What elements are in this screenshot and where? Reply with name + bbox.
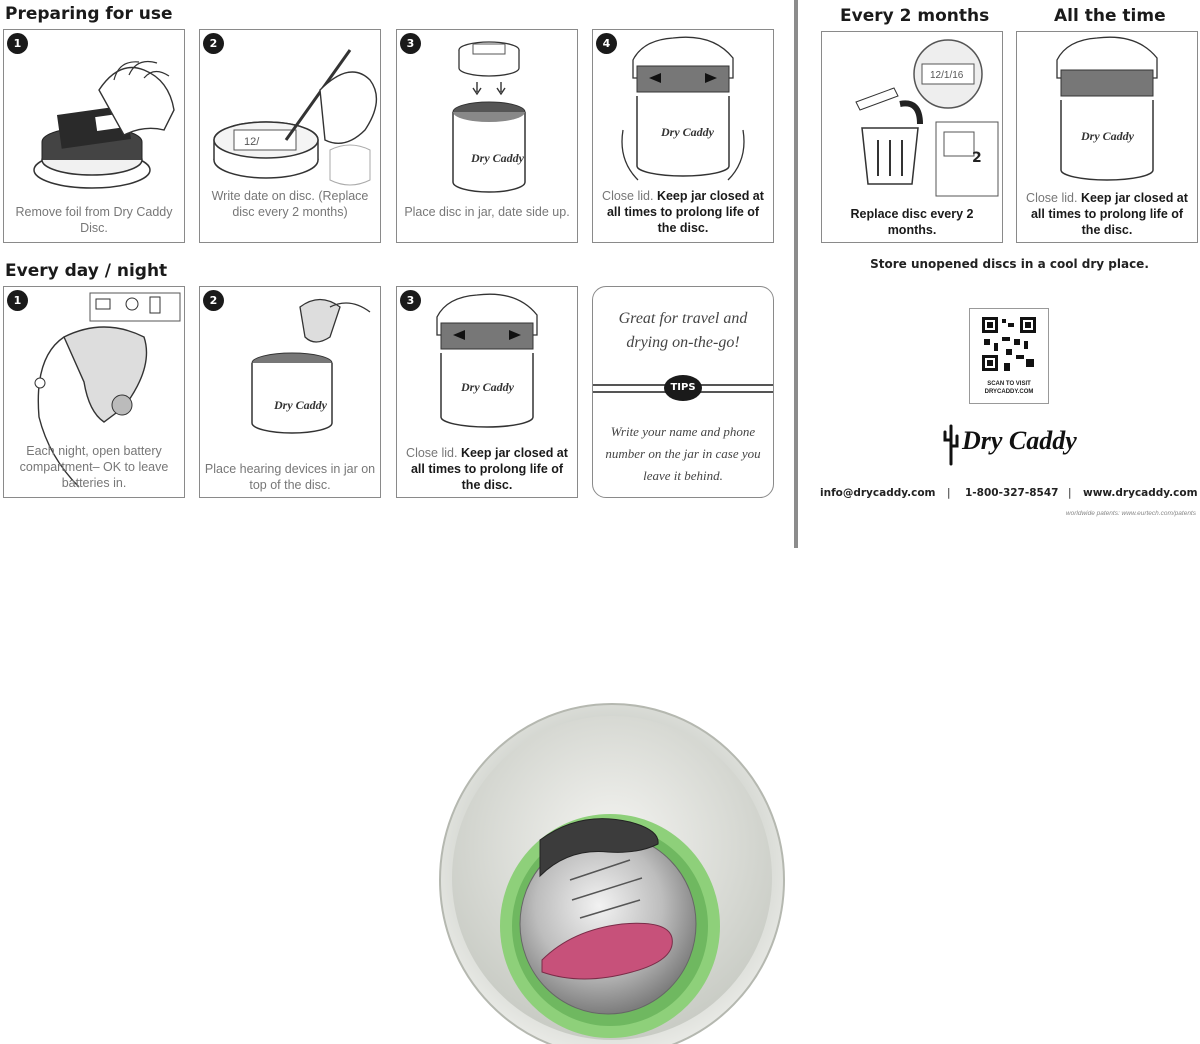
qr-code[interactable]: SCAN TO VISIT DRYCADDY.COM: [969, 308, 1049, 404]
replace-caption: Replace disc every 2 months.: [850, 207, 974, 237]
step-caption: Close lid. Keep jar closed at all times …: [597, 188, 769, 236]
all-the-time-heading: All the time: [1054, 6, 1166, 26]
qr-caption-2: DRYCADDY.COM: [984, 389, 1034, 395]
all-the-time-caption: Close lid. Keep jar closed at all times …: [1021, 190, 1193, 238]
close-lid-illustration: Dry Caddy: [621, 36, 745, 181]
place-disc-illustration: Dry Caddy: [452, 41, 526, 193]
footer-email[interactable]: info@drycaddy.com: [820, 487, 936, 499]
daily-heading: Every day / night: [5, 261, 168, 281]
step-number: 2: [203, 33, 224, 54]
step-caption: Place disc in jar, date side up.: [404, 205, 570, 219]
replace-disc-illustration: 12/1/16 2: [855, 39, 999, 197]
footer-website[interactable]: www.drycaddy.com: [1083, 487, 1198, 499]
caption-plain: Close lid.: [1026, 191, 1081, 205]
step-caption: Remove foil from Dry Caddy Disc.: [15, 205, 173, 235]
prep-step-2-panel: 2 12/ Write date on disc. (Replace disc …: [199, 29, 381, 243]
step-number: 1: [7, 33, 28, 54]
step-number: 3: [400, 33, 421, 54]
step-caption: Write date on disc. (Replace disc every …: [211, 189, 369, 219]
daily-step-3-panel: 3 Dry Caddy Close lid. Keep jar closed a…: [396, 286, 578, 498]
replace-disc-panel: 12/1/16 2 Replace disc every 2 months.: [821, 31, 1003, 243]
patents-note: worldwide patents: www.eurtech.com/paten…: [1065, 510, 1196, 517]
column-divider: [794, 0, 798, 548]
every-2-months-heading: Every 2 months: [840, 6, 990, 26]
tips-bottom-text: Write your name and phone number on the …: [605, 424, 761, 483]
caption-bold: Keep jar closed at all times to prolong …: [1030, 191, 1188, 237]
jar-label: Dry Caddy: [660, 125, 715, 139]
caption-bold: Keep jar closed at all times to prolong …: [410, 446, 568, 492]
footer-separator: |: [947, 487, 951, 499]
prep-step-4-panel: 4 Dry Caddy Close lid. Keep jar closed a…: [592, 29, 774, 243]
prep-heading: Preparing for use: [5, 4, 173, 24]
prep-step-1-panel: 1 Remove foil from Dry Caddy Disc.: [3, 29, 185, 243]
jar-label: Dry Caddy: [273, 398, 328, 412]
caption-plain: Close lid.: [406, 446, 461, 460]
tips-badge: TIPS: [664, 375, 702, 401]
step-caption: Each night, open battery compartment– OK…: [19, 444, 169, 490]
jar-label: Dry Caddy: [1080, 129, 1135, 143]
place-devices-illustration: Dry Caddy: [251, 298, 371, 434]
caption-plain: Close lid.: [602, 189, 657, 203]
step-caption: Place hearing devices in jar on top of t…: [204, 462, 376, 492]
close-lid-illustration: Dry Caddy: [1056, 36, 1158, 181]
cactus-icon: [943, 424, 959, 466]
step-number: 3: [400, 290, 421, 311]
qr-caption-1: SCAN TO VISIT: [987, 381, 1031, 387]
remove-foil-illustration: [33, 60, 175, 189]
jar-label: Dry Caddy: [470, 151, 525, 165]
tips-top-text: Great for travel and drying on-the-go!: [618, 310, 748, 351]
footer-phone[interactable]: 1-800-327-8547: [965, 487, 1059, 499]
step-number: 4: [596, 33, 617, 54]
daily-step-1-panel: 1 Each night, open battery compartment– …: [3, 286, 185, 498]
step-number: 1: [7, 290, 28, 311]
qr-code-icon: [980, 315, 1038, 373]
prep-step-3-panel: 3 Dry Caddy Place disc in jar, date side…: [396, 29, 578, 243]
step-number: 2: [203, 290, 224, 311]
open-battery-illustration: [34, 292, 181, 488]
disc-date: 12/1/16: [930, 70, 964, 81]
tips-card: Great for travel and drying on-the-go! T…: [592, 286, 774, 498]
step-caption: Close lid. Keep jar closed at all times …: [401, 445, 573, 493]
step-marker: 2: [972, 150, 982, 166]
store-note: Store unopened discs in a cool dry place…: [870, 257, 1149, 271]
footer-separator: |: [1068, 487, 1072, 499]
write-date-illustration: 12/: [213, 49, 378, 186]
brand-logo: Dry Caddy: [938, 420, 1098, 470]
jar-label: Dry Caddy: [460, 380, 515, 394]
date-mark: 12/: [244, 136, 260, 148]
jar-photo: [439, 703, 785, 1044]
all-the-time-panel: Dry Caddy Close lid. Keep jar closed at …: [1016, 31, 1198, 243]
daily-step-2-panel: 2 Dry Caddy Place hearing devices in jar…: [199, 286, 381, 498]
caption-bold: Keep jar closed at all times to prolong …: [606, 189, 764, 235]
close-lid-illustration: Dry Caddy: [436, 293, 538, 428]
brand-name: Dry Caddy: [962, 426, 1077, 455]
